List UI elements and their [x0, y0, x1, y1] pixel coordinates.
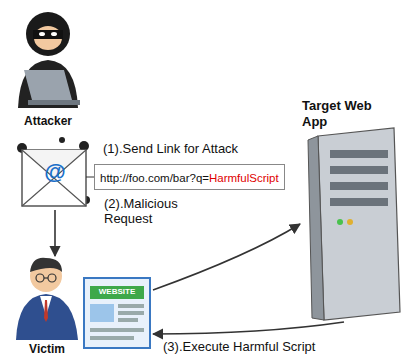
- mail-icon: [17, 137, 90, 206]
- url-box: http://foo.com/bar?q=HarmfulScript: [94, 164, 285, 190]
- node-label: Victim: [12, 342, 82, 356]
- node-label: Target Web App: [302, 98, 386, 129]
- step-label: (1).Send Link for Attack: [103, 142, 303, 157]
- arrow: [153, 322, 344, 334]
- at-symbol: @: [42, 159, 68, 184]
- victim-icon: [16, 258, 78, 340]
- node-label: http://foo.com/bar?q=: [100, 172, 209, 184]
- victim-node: Victim: [8, 256, 153, 356]
- attacker-icon: [18, 12, 80, 108]
- arrow: [86, 177, 94, 178]
- server-icon: [308, 128, 400, 320]
- node-label: HarmfulScript: [209, 172, 279, 184]
- node-label: Attacker: [10, 114, 86, 128]
- server-node: Target Web App: [300, 98, 404, 322]
- step-label: (2).Malicious Request: [104, 197, 196, 227]
- arrow: [153, 224, 300, 290]
- step-label: (3).Execute Harmful Script: [163, 340, 363, 355]
- website-screen: [84, 278, 150, 348]
- arrow: [54, 210, 56, 256]
- website-text: WEBSITE: [90, 287, 144, 296]
